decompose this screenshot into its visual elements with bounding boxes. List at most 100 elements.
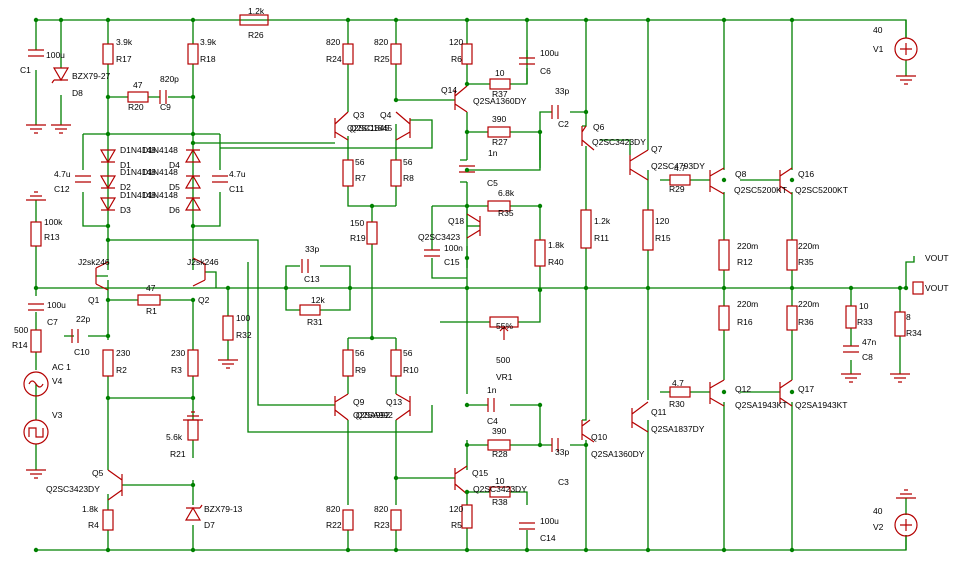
junction-dot bbox=[345, 17, 351, 23]
label-R16-value: 220m bbox=[737, 299, 758, 309]
label-C3-value: 33p bbox=[555, 447, 569, 457]
label-D3-value: D1N4148 bbox=[120, 190, 156, 200]
label-Q2-ref: Q2 bbox=[198, 295, 210, 305]
label-C12-value: 4.7u bbox=[54, 169, 71, 179]
junction-dot bbox=[583, 442, 589, 448]
label-R32-ref: R32 bbox=[236, 330, 252, 340]
label-R5-value: 120 bbox=[449, 504, 463, 514]
label-D6-ref: D6 bbox=[169, 205, 180, 215]
label-V3-ref: V3 bbox=[52, 410, 63, 420]
label-C10-value: 22p bbox=[76, 314, 90, 324]
label-V1-ref: V1 bbox=[873, 44, 884, 54]
junction-dot bbox=[393, 475, 399, 481]
junction-dot bbox=[105, 395, 111, 401]
wires bbox=[35, 19, 915, 551]
junction-dot bbox=[789, 285, 795, 291]
label-R1-value: 47 bbox=[146, 283, 156, 293]
label-R8-ref: R8 bbox=[403, 173, 414, 183]
junction-dot bbox=[393, 97, 399, 103]
label-R36-value: 220m bbox=[798, 299, 819, 309]
label-C6-ref: C6 bbox=[540, 66, 551, 76]
label-C7-value: 100u bbox=[47, 300, 66, 310]
junction-dot bbox=[105, 237, 111, 243]
label-V2-ref: V2 bbox=[873, 522, 884, 532]
label-C13-value: 33p bbox=[305, 244, 319, 254]
junction-dot bbox=[464, 81, 470, 87]
junction-dot bbox=[393, 547, 399, 553]
label-Q3-value: Q2SC1845 bbox=[347, 123, 389, 133]
junction-dot bbox=[33, 17, 39, 23]
label-Q16-ref: Q16 bbox=[798, 169, 814, 179]
junction-dot bbox=[583, 17, 589, 23]
junction-dot bbox=[645, 285, 651, 291]
label-Q12-ref: Q12 bbox=[735, 384, 751, 394]
label-R18-value: 3.9k bbox=[200, 37, 217, 47]
label-R34-ref: R34 bbox=[906, 328, 922, 338]
junction-dot bbox=[721, 547, 727, 553]
label-Q14-ref: Q14 bbox=[441, 85, 457, 95]
label-R21-ref: R21 bbox=[170, 449, 186, 459]
junction-dot bbox=[537, 287, 543, 293]
label-R23-ref: R23 bbox=[374, 520, 390, 530]
junction-dot bbox=[105, 333, 111, 339]
junction-dot bbox=[789, 17, 795, 23]
label-R25-value: 820 bbox=[374, 37, 388, 47]
label-C5-value: 1n bbox=[488, 148, 498, 158]
label-R18-ref: R18 bbox=[200, 54, 216, 64]
label-Q11-ref: Q11 bbox=[651, 407, 667, 417]
label-C6-value: 100u bbox=[540, 48, 559, 58]
label-R4-ref: R4 bbox=[88, 520, 99, 530]
label-R35-ref: R35 bbox=[798, 257, 814, 267]
label-R28-ref: R28 bbox=[492, 449, 508, 459]
label-D8-value: BZX79-27 bbox=[72, 71, 111, 81]
label-R19-ref: R19 bbox=[350, 233, 366, 243]
label-R34-value: 8 bbox=[906, 312, 911, 322]
label-Q7-value: Q2SC4793DY bbox=[651, 161, 705, 171]
junction-dot bbox=[33, 285, 39, 291]
junction-dot bbox=[464, 203, 470, 209]
junction-dot bbox=[721, 17, 727, 23]
label-R27-ref: R27 bbox=[492, 137, 508, 147]
label-Q18-ref: Q18 bbox=[448, 216, 464, 226]
junction-dot bbox=[369, 203, 375, 209]
label-Q5-value: Q2SC3423DY bbox=[46, 484, 100, 494]
junction-dot bbox=[105, 547, 111, 553]
vout-port-label: VOUT bbox=[925, 283, 949, 293]
junction-dot bbox=[537, 402, 543, 408]
junction-dot bbox=[105, 297, 111, 303]
junction-dot bbox=[789, 547, 795, 553]
label-R29-ref: R29 bbox=[669, 184, 685, 194]
label-R30-ref: R30 bbox=[669, 399, 685, 409]
label-R13-ref: R13 bbox=[44, 232, 60, 242]
junction-dot bbox=[190, 17, 196, 23]
junction-dot bbox=[283, 285, 289, 291]
junction-dot bbox=[225, 285, 231, 291]
label-VR1-setting: 55% bbox=[496, 321, 513, 331]
label-V4-value: AC 1 bbox=[52, 362, 71, 372]
label-Q8-ref: Q8 bbox=[735, 169, 747, 179]
junction-dot bbox=[345, 547, 351, 553]
label-R7-value: 56 bbox=[355, 157, 365, 167]
label-C4-value: 1n bbox=[487, 385, 497, 395]
label-C9-ref: C9 bbox=[160, 102, 171, 112]
label-R26-value: 1.2k bbox=[248, 6, 265, 16]
label-R15-value: 120 bbox=[655, 216, 669, 226]
junction-dots bbox=[33, 17, 909, 553]
label-C5-ref: C5 bbox=[487, 178, 498, 188]
label-R17-value: 3.9k bbox=[116, 37, 133, 47]
label-C9-value: 820p bbox=[160, 74, 179, 84]
label-R25-ref: R25 bbox=[374, 54, 390, 64]
label-Q3-ref: Q3 bbox=[353, 110, 365, 120]
junction-dot bbox=[903, 285, 909, 291]
label-R11-ref: R11 bbox=[594, 233, 609, 243]
junction-dot bbox=[464, 402, 470, 408]
junction-dot bbox=[789, 389, 795, 395]
component-symbols bbox=[23, 14, 924, 537]
label-C8-ref: C8 bbox=[862, 352, 873, 362]
label-R27-value: 390 bbox=[492, 114, 506, 124]
label-R2-ref: R2 bbox=[116, 365, 127, 375]
label-Q1-ref: Q1 bbox=[88, 295, 100, 305]
junction-dot bbox=[897, 285, 903, 291]
label-Q9-value: Q2SA992 bbox=[353, 410, 390, 420]
label-D7-ref: D7 bbox=[204, 520, 215, 530]
